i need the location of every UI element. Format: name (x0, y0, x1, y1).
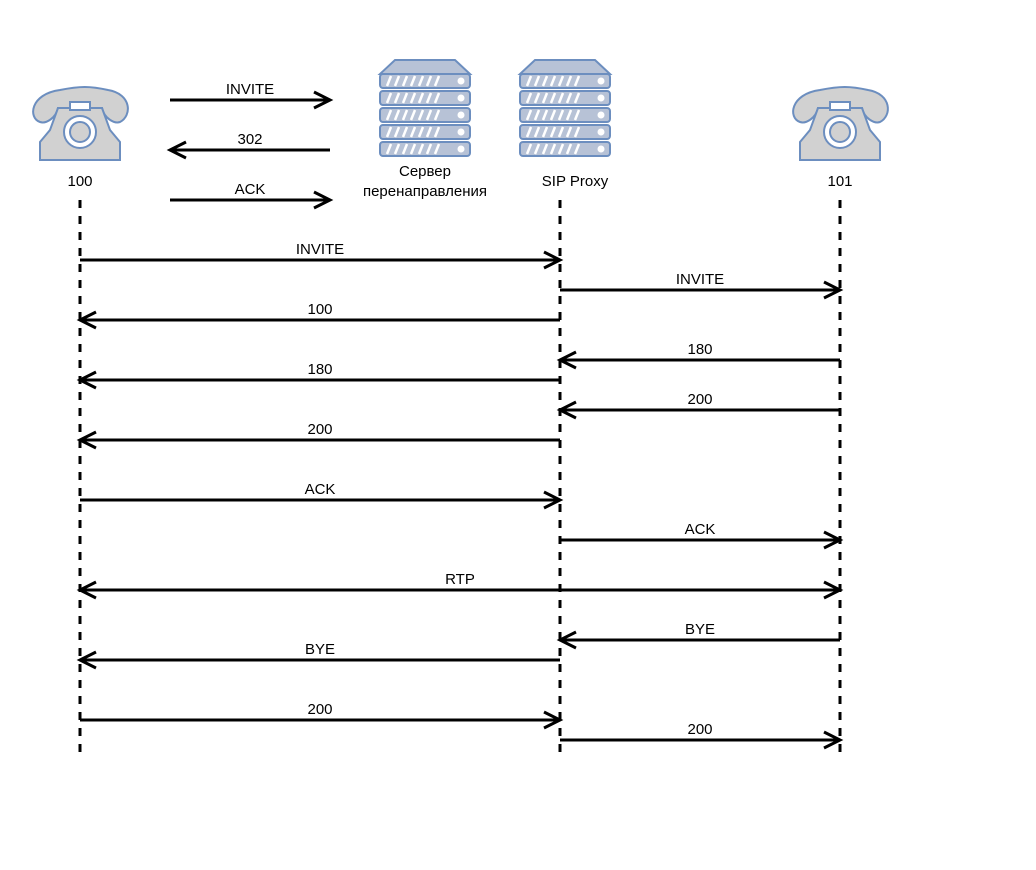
arrowhead (556, 630, 577, 650)
message-arrow: 180 (556, 341, 840, 370)
arrowhead (76, 310, 97, 330)
message-arrow: INVITE (560, 271, 844, 300)
message-label: 180 (307, 361, 332, 378)
participant-100: 100 (32, 86, 129, 190)
participant-label: 100 (67, 173, 92, 190)
message-label: 180 (687, 341, 712, 358)
message-label: INVITE (676, 271, 724, 288)
message-arrow: BYE (556, 621, 840, 650)
message-label: BYE (305, 641, 335, 658)
message-label: INVITE (296, 241, 344, 258)
message-label: RTP (445, 571, 475, 588)
arrowhead (556, 350, 577, 370)
message-arrow: INVITE (170, 81, 334, 110)
message-arrow: 100 (76, 301, 560, 330)
arrowhead (166, 140, 187, 160)
participant-redirect-server: Сервер перенаправления (363, 60, 487, 200)
message-arrow: RTP (76, 571, 844, 600)
message-arrow: 200 (76, 421, 560, 450)
participant-label-line2: перенаправления (363, 183, 487, 200)
message-arrow: 200 (80, 701, 564, 730)
server-icon (520, 60, 610, 156)
message-arrow: ACK (170, 181, 334, 210)
message-arrow: 200 (560, 721, 844, 750)
arrowhead (76, 580, 97, 600)
participant-101: 101 (792, 86, 889, 190)
message-label: INVITE (226, 81, 274, 98)
arrowhead (556, 400, 577, 420)
message-arrow: BYE (76, 641, 560, 670)
message-label: 302 (237, 131, 262, 148)
message-arrow: 180 (76, 361, 560, 390)
arrowhead (823, 580, 844, 600)
arrowhead (543, 710, 564, 730)
participant-sip-proxy: SIP Proxy (520, 60, 610, 190)
message-arrow: ACK (560, 521, 844, 550)
arrowhead (823, 530, 844, 550)
message-label: 200 (307, 701, 332, 718)
message-label: 200 (687, 391, 712, 408)
message-label: BYE (685, 621, 715, 638)
arrowhead (313, 190, 334, 210)
message-label: ACK (305, 481, 336, 498)
arrowhead (823, 280, 844, 300)
server-icon (380, 60, 470, 156)
message-arrow: 302 (166, 131, 330, 160)
message-label: ACK (685, 521, 716, 538)
arrowhead (543, 490, 564, 510)
arrowhead (313, 90, 334, 110)
arrowhead (76, 430, 97, 450)
arrowhead (76, 650, 97, 670)
message-sequence: INVITEINVITE100180180200200ACKACKRTPBYEB… (76, 241, 844, 750)
message-arrow: ACK (80, 481, 564, 510)
telephone-icon (32, 86, 129, 161)
participant-label: 101 (827, 173, 852, 190)
arrowhead (76, 370, 97, 390)
message-arrow: INVITE (80, 241, 564, 270)
message-label: 100 (307, 301, 332, 318)
participant-label-line1: Сервер (399, 163, 451, 180)
telephone-icon (792, 86, 889, 161)
arrowhead (543, 250, 564, 270)
message-label: 200 (687, 721, 712, 738)
message-label: ACK (235, 181, 266, 198)
message-arrow: 200 (556, 391, 840, 420)
participant-label: SIP Proxy (542, 173, 609, 190)
message-label: 200 (307, 421, 332, 438)
arrowhead (823, 730, 844, 750)
